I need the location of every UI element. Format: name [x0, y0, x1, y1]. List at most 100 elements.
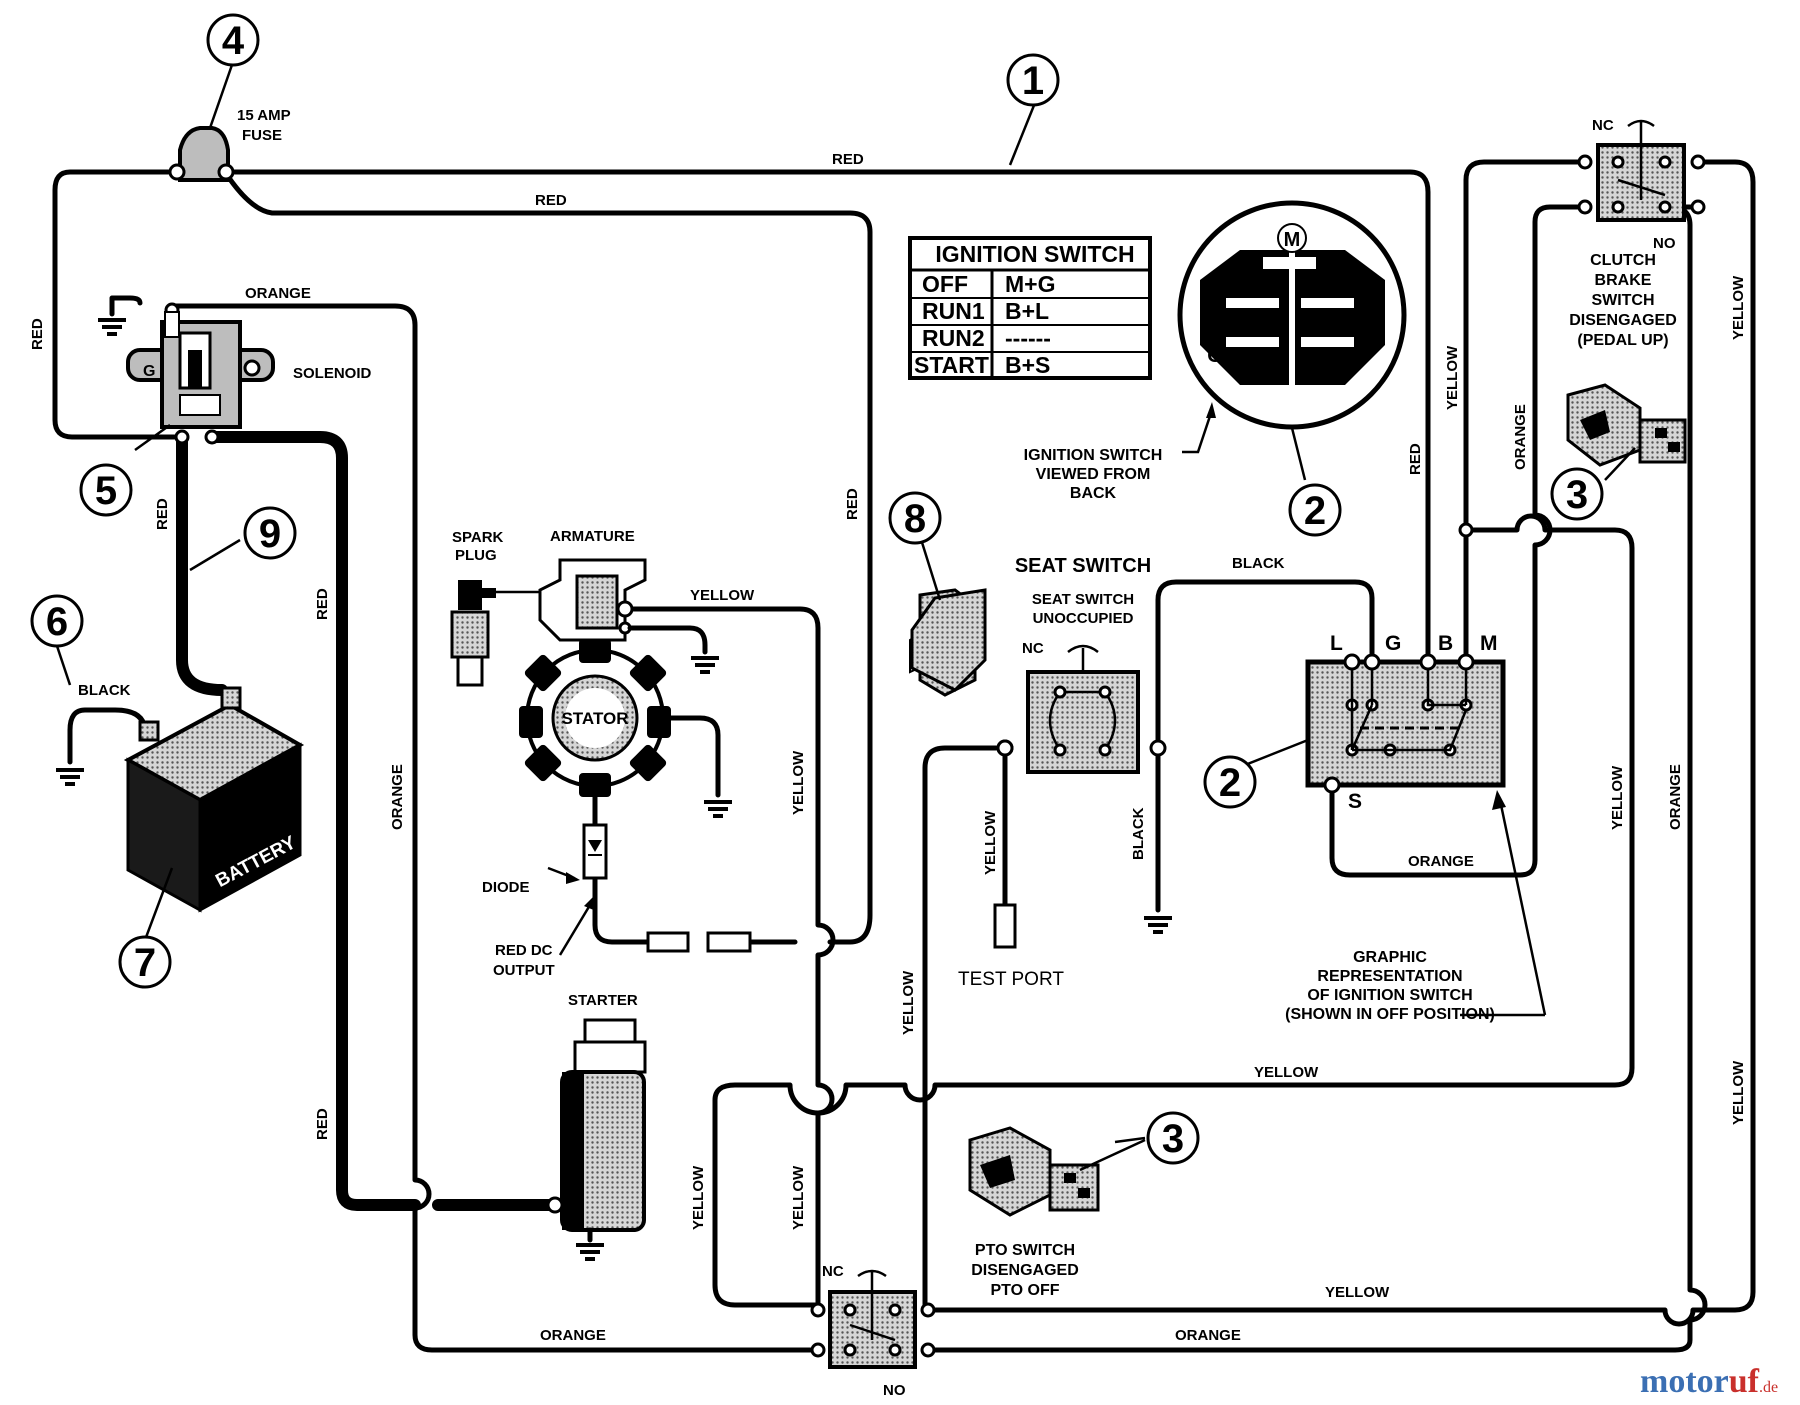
- clutch-caption-5: (PEDAL UP): [1577, 332, 1668, 349]
- ign-back-caption-1: IGNITION SWITCH: [1024, 447, 1163, 464]
- wire-label-yellow-pto-loop: YELLOW: [690, 1165, 707, 1230]
- fuse: [168, 126, 235, 182]
- ign-back-s: S: [1363, 286, 1376, 308]
- solenoid-ground-terminal: G: [143, 363, 155, 380]
- junction-dot: [1458, 522, 1474, 538]
- wire-label-red-ign: RED: [1407, 443, 1424, 475]
- seat-switch-assembly: [910, 588, 987, 692]
- ign-graphic-s: S: [1348, 790, 1362, 813]
- wire-label-red-cable: RED: [154, 498, 171, 530]
- ignition-table-pos-3: START: [914, 352, 989, 378]
- red-dc-wire: [592, 875, 798, 945]
- pto-no: NO: [883, 1382, 906, 1399]
- clutch-switch-part: [1566, 383, 1687, 467]
- ignition-table-conn-1: B+L: [1005, 298, 1049, 324]
- watermark: motoruf.de: [1640, 1363, 1778, 1400]
- svg-text:4: 4: [222, 19, 245, 63]
- watermark-part-3: .de: [1759, 1379, 1778, 1396]
- callout-8: 8: [888, 491, 942, 545]
- callout-2-ignition-graphic: 2: [1203, 755, 1257, 809]
- starter-cable: [206, 431, 561, 1211]
- wire-color-labels: RED RED RED RED RED RED RED RED ORANGE O…: [29, 151, 1747, 1344]
- wire-label-red-cable-2: RED: [314, 588, 331, 620]
- ignition-table-title: IGNITION SWITCH: [935, 241, 1134, 267]
- svg-text:motoruf.de: motoruf.de: [1640, 1363, 1778, 1400]
- test-port-label: TEST PORT: [958, 969, 1064, 990]
- svg-text:6: 6: [46, 600, 68, 644]
- fuse-label-2: FUSE: [242, 127, 282, 144]
- starter-label: STARTER: [568, 992, 638, 1009]
- callout-6: 6: [30, 594, 84, 648]
- wire-label-red-cable-3: RED: [314, 1108, 331, 1140]
- ignition-table-pos-2: RUN2: [922, 325, 985, 351]
- svg-text:2: 2: [1219, 761, 1241, 805]
- seat-switch-line-2: UNOCCUPIED: [1033, 610, 1134, 627]
- stator-label: STATOR: [561, 709, 628, 728]
- ign-back-m: M: [1284, 229, 1301, 251]
- clutch-brake-switch: [1577, 119, 1706, 222]
- svg-text:2: 2: [1304, 489, 1326, 533]
- callout-9: 9: [243, 506, 297, 560]
- yellow-wire-pto-to-clutch: [922, 159, 1756, 1327]
- wire-label-orange-bottom-right: ORANGE: [1175, 1327, 1241, 1344]
- armature-label: ARMATURE: [550, 528, 635, 545]
- orange-wire-clutch: [1329, 204, 1588, 878]
- orange-wire-left: [169, 303, 821, 1353]
- red-dc-label-2: OUTPUT: [493, 962, 555, 979]
- ignition-table-pos-0: OFF: [922, 271, 968, 297]
- ign-graphic-m: M: [1480, 632, 1498, 655]
- solenoid-ground-wire: [109, 295, 143, 317]
- callout-3-pto: 3: [1146, 1111, 1200, 1165]
- wire-label-black-battery: BLACK: [78, 682, 131, 699]
- spark-plug-label-2: PLUG: [455, 547, 497, 564]
- svg-text:7: 7: [134, 941, 156, 985]
- seat-switch-box: [996, 644, 1167, 774]
- svg-text:3: 3: [1162, 1117, 1184, 1161]
- wire-label-orange-right: ORANGE: [1667, 764, 1684, 830]
- ign-graphic-b: B: [1438, 632, 1453, 655]
- ignition-table-conn-2: ------: [1005, 325, 1051, 351]
- pto-switch-box: [810, 1269, 936, 1369]
- pto-nc: NC: [822, 1263, 844, 1280]
- clutch-caption-4: DISENGAGED: [1569, 312, 1677, 329]
- connector-1: [646, 931, 690, 953]
- test-port: [993, 903, 1017, 949]
- ign-back-caption-2: VIEWED FROM: [1036, 466, 1151, 483]
- callout-3-clutch: 3: [1550, 467, 1604, 521]
- ign-back-g: G: [1207, 345, 1223, 367]
- ignition-switch-back: M B S G L: [1177, 200, 1407, 430]
- wire-label-red-top: RED: [832, 151, 864, 168]
- battery-ground-wire: [67, 707, 148, 765]
- wire-label-yellow-far-right-2: YELLOW: [1730, 1060, 1747, 1125]
- wire-label-black-ground: BLACK: [1130, 807, 1147, 860]
- battery-cable: [176, 431, 228, 696]
- ign-graphic-caption-3: OF IGNITION SWITCH: [1307, 987, 1472, 1004]
- svg-text:1: 1: [1022, 59, 1044, 103]
- wire-label-yellow-right: YELLOW: [1609, 765, 1626, 830]
- ignition-switch-graphic: [1305, 653, 1506, 794]
- callout-1: 1: [1006, 53, 1060, 107]
- spark-plug: [450, 580, 560, 687]
- starter-motor: [546, 1018, 647, 1261]
- yellow-wire-ignition-m: [1463, 159, 1588, 665]
- ign-back-leader: [1182, 409, 1214, 454]
- clutch-no: NO: [1653, 235, 1676, 252]
- wire-label-orange-sol: ORANGE: [245, 285, 311, 302]
- fuse-label-1: 15 AMP: [237, 107, 291, 124]
- svg-text:5: 5: [95, 469, 117, 513]
- callout-4: 4: [206, 13, 260, 67]
- svg-text:9: 9: [259, 512, 281, 556]
- callout-5: 5: [79, 463, 133, 517]
- seat-switch-line-1: SEAT SWITCH: [1032, 591, 1134, 608]
- ign-graphic-l: L: [1330, 632, 1343, 655]
- ign-back-caption-3: BACK: [1070, 485, 1117, 502]
- ignition-table-conn-3: B+S: [1005, 352, 1050, 378]
- graphic-leader: [1498, 799, 1547, 1016]
- seat-switch-nc: NC: [1022, 640, 1044, 657]
- yellow-wire-seat: [922, 745, 1008, 1313]
- armature: [538, 558, 721, 674]
- clutch-caption-1: CLUTCH: [1590, 252, 1656, 269]
- wire-label-red-branch: RED: [535, 192, 567, 209]
